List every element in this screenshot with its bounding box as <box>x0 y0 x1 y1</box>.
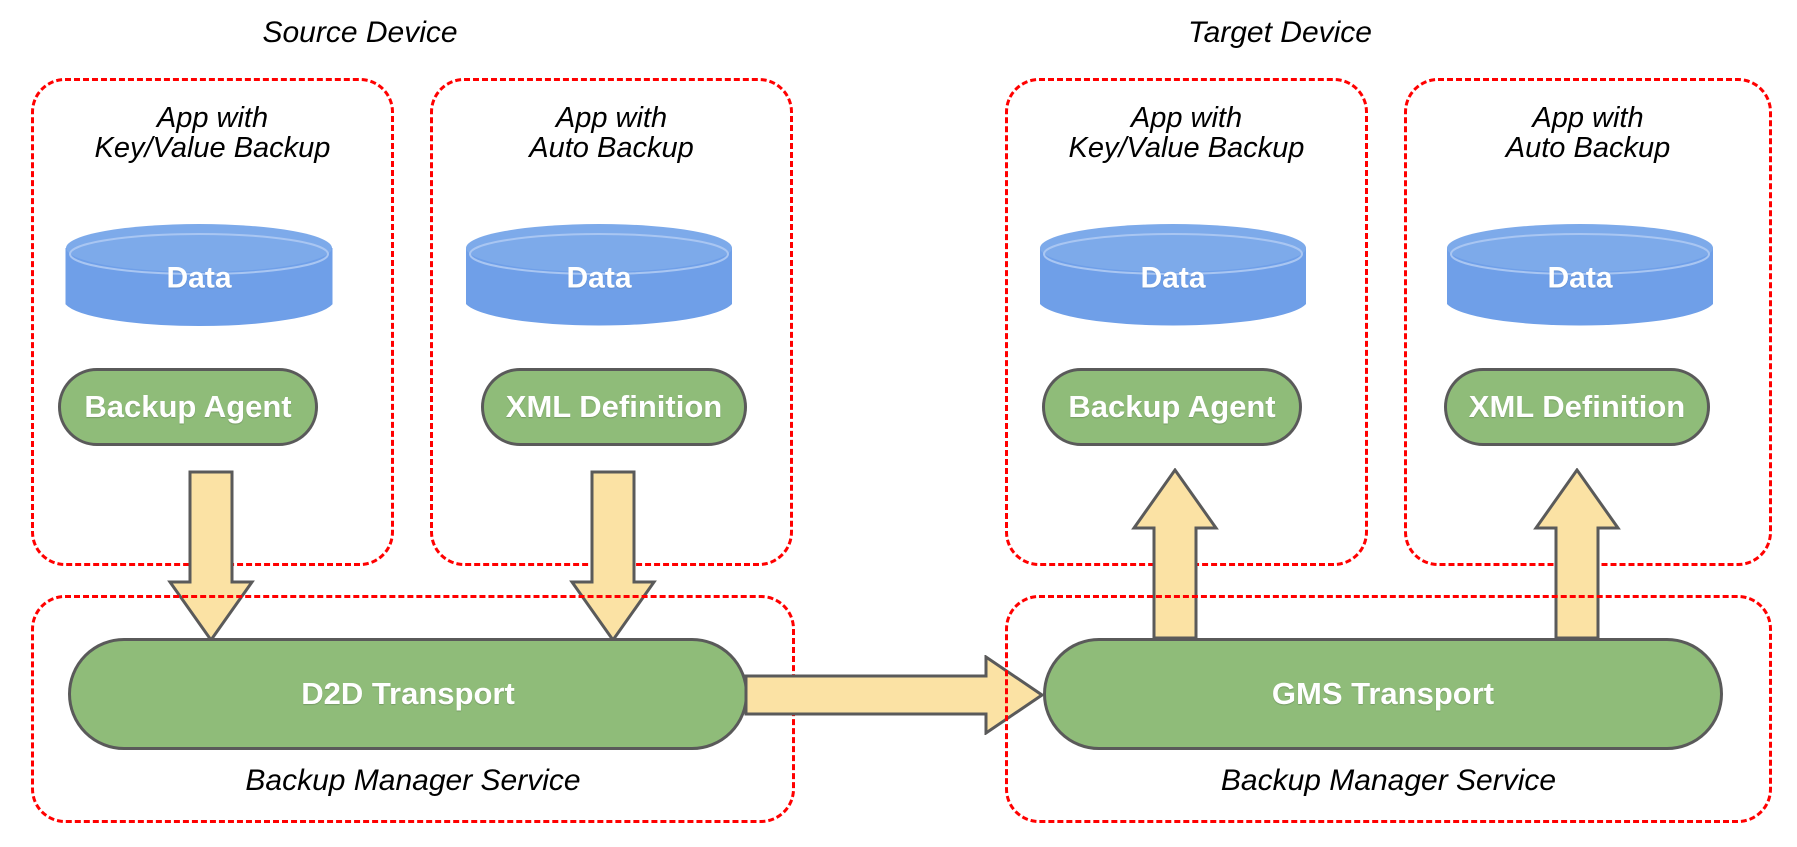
source-app-keyvalue-label: App with Key/Value Backup <box>34 103 391 164</box>
source-keyvalue-down-arrow <box>166 470 256 642</box>
source-app-keyvalue-data-cylinder[interactable]: Data <box>64 222 334 330</box>
target-backup-agent-box[interactable]: Backup Agent <box>1042 368 1302 446</box>
target-app-autobackup-data-cylinder[interactable]: Data <box>1445 222 1715 330</box>
app-label-line2: Auto Backup <box>1505 132 1671 165</box>
app-label-line1: App with <box>1130 102 1243 134</box>
source-app-autobackup-data-cylinder[interactable]: Data <box>464 222 734 330</box>
arrow-right-icon <box>744 655 1044 735</box>
target-app-keyvalue-container[interactable]: App with Key/Value Backup <box>1005 78 1368 566</box>
database-icon <box>65 224 333 327</box>
source-device-title: Source Device <box>262 16 458 49</box>
database-icon <box>1447 224 1713 326</box>
source-autobackup-down-arrow <box>568 470 658 642</box>
gms-transport-box[interactable]: GMS Transport <box>1043 638 1723 750</box>
database-icon <box>1040 224 1306 326</box>
app-label-line1: App with <box>555 102 668 134</box>
target-service-label: Backup Manager Service <box>1220 764 1557 797</box>
target-app-autobackup-label: App with Auto Backup <box>1407 103 1769 164</box>
target-device-title: Target Device <box>1188 16 1372 49</box>
source-xml-definition-box[interactable]: XML Definition <box>481 368 747 446</box>
source-app-autobackup-label: App with Auto Backup <box>433 103 790 164</box>
target-app-keyvalue-label: App with Key/Value Backup <box>1008 103 1365 164</box>
arrow-down-icon <box>167 470 255 642</box>
app-label-line2: Key/Value Backup <box>1068 132 1305 165</box>
app-label-line2: Key/Value Backup <box>94 132 331 165</box>
source-app-autobackup-container[interactable]: App with Auto Backup <box>430 78 793 566</box>
database-icon <box>466 224 732 326</box>
target-app-keyvalue-data-cylinder[interactable]: Data <box>1038 222 1308 330</box>
arrow-down-icon <box>569 470 657 642</box>
source-service-label: Backup Manager Service <box>245 764 581 797</box>
target-xml-definition-box[interactable]: XML Definition <box>1444 368 1710 446</box>
app-label-line2: Auto Backup <box>529 132 694 165</box>
target-backup-manager-service-container[interactable]: Backup Manager Service <box>1005 595 1772 823</box>
source-backup-manager-service-container[interactable]: Backup Manager Service <box>31 595 795 823</box>
d2d-transport-box[interactable]: D2D Transport <box>68 638 748 750</box>
app-label-line1: App with <box>1532 102 1644 134</box>
d2d-to-gms-transfer-arrow <box>744 655 1044 735</box>
app-label-line1: App with <box>156 102 269 134</box>
source-backup-agent-box[interactable]: Backup Agent <box>58 368 318 446</box>
